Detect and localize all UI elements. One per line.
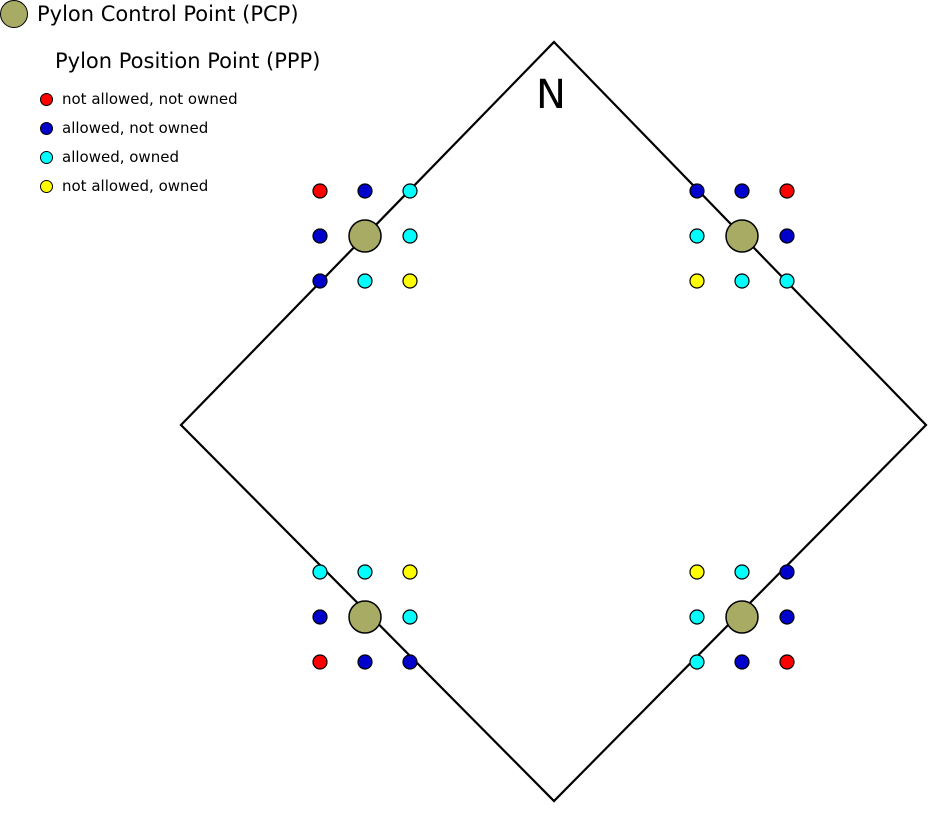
cyan-dot-icon <box>40 150 53 164</box>
blue-dot-icon <box>40 121 53 135</box>
pcp-southwest <box>348 600 382 634</box>
yellow-dot-icon <box>40 179 53 193</box>
ppp-southeast-cyan <box>734 564 750 580</box>
legend-item-blue: allowed, not owned <box>40 117 238 139</box>
legend-item-label: allowed, not owned <box>62 119 209 137</box>
ppp-northeast-cyan <box>689 228 705 244</box>
ppp-northwest-cyan <box>402 183 418 199</box>
ppp-northeast-yellow <box>689 273 705 289</box>
ppp-northwest-blue <box>312 273 328 289</box>
ppp-northwest-cyan <box>357 273 373 289</box>
ppp-northeast-cyan <box>734 273 750 289</box>
ppp-southeast-cyan <box>689 654 705 670</box>
legend-pcp-row: Pylon Control Point (PCP) <box>0 0 299 28</box>
legend-item-yellow: not allowed, owned <box>40 175 238 197</box>
north-label: N <box>536 72 566 118</box>
pcp-legend-label: Pylon Control Point (PCP) <box>37 2 299 26</box>
ppp-northeast-red <box>779 183 795 199</box>
ppp-northeast-cyan <box>779 273 795 289</box>
ppp-southwest-yellow <box>402 564 418 580</box>
ppp-southwest-cyan <box>312 564 328 580</box>
ppp-southeast-blue <box>734 654 750 670</box>
ppp-southeast-red <box>779 654 795 670</box>
ppp-southwest-cyan <box>357 564 373 580</box>
pcp-southeast <box>725 600 759 634</box>
pcp-icon <box>0 0 28 28</box>
legend-item-label: not allowed, owned <box>62 177 209 195</box>
ppp-northeast-blue <box>779 228 795 244</box>
ppp-southwest-blue <box>312 609 328 625</box>
pcp-northwest <box>348 219 382 253</box>
ppp-northwest-red <box>312 183 328 199</box>
ppp-northwest-blue <box>357 183 373 199</box>
ppp-northeast-blue <box>689 183 705 199</box>
red-dot-icon <box>40 92 53 106</box>
legend-item-cyan: allowed, owned <box>40 146 238 168</box>
ppp-northwest-blue <box>312 228 328 244</box>
ppp-southwest-blue <box>357 654 373 670</box>
ppp-southeast-blue <box>779 609 795 625</box>
pylon-points-layer <box>312 183 795 670</box>
ppp-northwest-yellow <box>402 273 418 289</box>
ppp-southeast-yellow <box>689 564 705 580</box>
legend-item-label: allowed, owned <box>62 148 179 166</box>
legend-item-label: not allowed, not owned <box>62 90 238 108</box>
ppp-legend-title: Pylon Position Point (PPP) <box>55 49 321 73</box>
pcp-northeast <box>725 219 759 253</box>
ppp-southeast-blue <box>779 564 795 580</box>
ppp-northeast-blue <box>734 183 750 199</box>
ppp-southwest-blue <box>402 654 418 670</box>
legend-item-red: not allowed, not owned <box>40 88 238 110</box>
course-outline <box>179 40 928 803</box>
ppp-southwest-red <box>312 654 328 670</box>
ppp-northwest-cyan <box>402 228 418 244</box>
ppp-legend-items: not allowed, not owned allowed, not owned… <box>40 88 238 197</box>
ppp-southeast-cyan <box>689 609 705 625</box>
ppp-southwest-cyan <box>402 609 418 625</box>
